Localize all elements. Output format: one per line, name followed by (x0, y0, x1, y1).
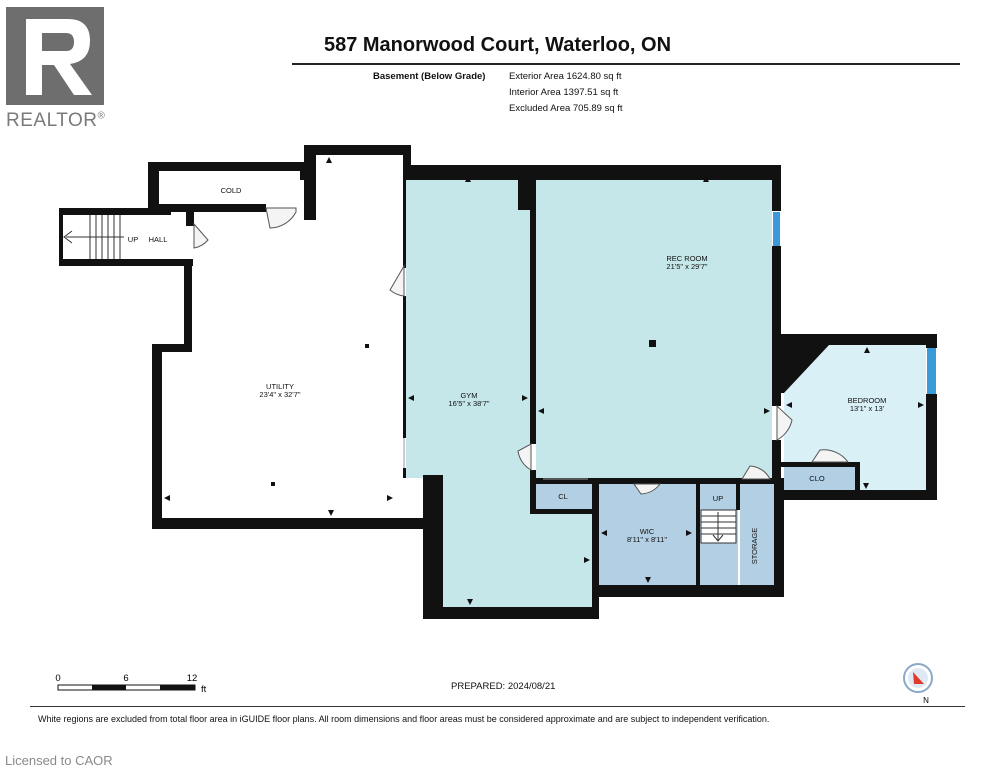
hall-stairs (63, 215, 124, 259)
room-label-utility: UTILITY (266, 382, 294, 391)
bedroom-window (927, 348, 936, 394)
cl-fill (536, 484, 592, 509)
scale-tick-12: 12 (187, 673, 198, 684)
footnote: White regions are excluded from total fl… (38, 714, 770, 724)
realtor-wordmark-text: REALTOR (6, 110, 98, 131)
room-label-hall: HALL (149, 235, 168, 244)
room-dims-utility: 23'4" x 32'7" (259, 390, 300, 399)
scale-tick-0: 0 (55, 673, 60, 684)
room-dims-bedroom: 13'1" x 13' (850, 404, 885, 413)
room-label-storage: STORAGE (750, 528, 759, 565)
room-label-up-left: UP (128, 235, 138, 244)
room-dims-wic: 8'11" x 8'11" (627, 535, 667, 544)
realtor-r-icon (6, 7, 104, 105)
doors (193, 207, 849, 495)
room-label-clo: CLO (809, 474, 825, 483)
storage-fill (740, 484, 774, 585)
rec-window (773, 212, 780, 246)
page-title: 587 Manorwood Court, Waterloo, ON (323, 34, 672, 56)
registered-mark: ® (97, 110, 106, 122)
room-label-cold: COLD (221, 186, 242, 195)
room-label-bedroom: BEDROOM (848, 396, 887, 405)
realtor-logo (6, 7, 104, 105)
gym-fill (406, 180, 596, 607)
exterior-area: Exterior Area 1624.80 sq ft (509, 71, 622, 82)
prepared-date: PREPARED: 2024/08/21 (451, 681, 556, 692)
scale-unit: ft (201, 684, 207, 695)
license-watermark: Licensed to CAOR (5, 753, 113, 768)
clo-fill (784, 467, 855, 490)
title-divider (292, 63, 960, 65)
room-label-up-center: UP (713, 494, 723, 503)
room-dims-gym: 16'5" x 38'7" (448, 399, 489, 408)
level-label: Basement (Below Grade) (373, 71, 486, 82)
wic-fill (599, 484, 696, 585)
interior-area: Interior Area 1397.51 sq ft (509, 87, 619, 98)
room-label-rec-room: REC ROOM (666, 254, 707, 263)
compass-icon: N (903, 663, 933, 705)
room-label-wic: WIC (640, 527, 655, 536)
excluded-area: Excluded Area 705.89 sq ft (509, 103, 623, 114)
room-dims-rec-room: 21'5" x 29'7" (666, 262, 707, 271)
rec-room-fill (536, 180, 772, 479)
walls (59, 145, 937, 619)
footer-divider (30, 706, 965, 707)
scale-tick-6: 6 (123, 673, 128, 684)
scale-bar: 0 6 12 ft (55, 673, 206, 695)
room-label-cl: CL (558, 492, 568, 501)
markers (164, 157, 924, 605)
room-label-gym: GYM (460, 391, 477, 400)
realtor-wordmark: REALTOR® (6, 110, 105, 132)
compass-label: N (923, 696, 929, 705)
center-stairs (700, 509, 737, 544)
